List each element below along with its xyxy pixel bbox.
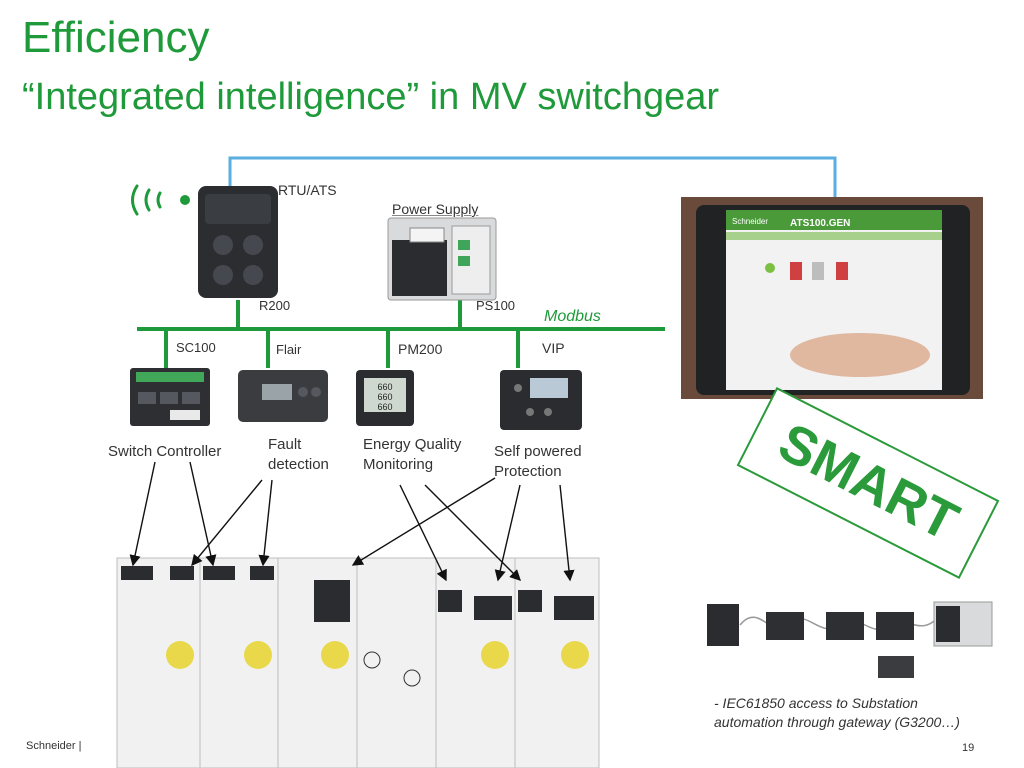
switchgear-lineup-image [116, 557, 600, 768]
gateway-caption: - IEC61850 access to Substation automati… [714, 695, 960, 730]
pm200-model-label: PM200 [398, 341, 443, 357]
slide-subtitle: “Integrated intelligence” in MV switchge… [22, 76, 720, 118]
vip-model-label: VIP [542, 340, 565, 356]
vip-device-image [500, 370, 582, 430]
slide-title: Efficiency [22, 13, 210, 62]
annotation-arrows [129, 461, 575, 582]
vip-function-label: Self powered Protection [494, 443, 582, 480]
rtu-device-image [198, 186, 278, 298]
rtu-model-label: R200 [259, 298, 291, 313]
blue-link-line [228, 156, 837, 198]
rtu-label: RTU/ATS [278, 182, 337, 198]
footer-company: Schneider | [26, 740, 82, 752]
modbus-label: Modbus [544, 308, 601, 325]
flair-model-label: Flair [276, 342, 302, 357]
pm200-function-label: Energy Quality Monitoring [363, 436, 462, 473]
power-supply-device-image [387, 217, 497, 301]
wireless-signal-icon [131, 184, 190, 216]
flair-function-label: Fault detection [268, 436, 329, 473]
sc100-model-label: SC100 [176, 340, 216, 355]
sc100-device-image [130, 368, 210, 426]
smart-stamp-image: SMART [736, 387, 1000, 579]
svg-text:660: 660 [377, 402, 392, 412]
svg-text:660: 660 [377, 392, 392, 402]
pm200-device-image: 660 660 660 [356, 370, 414, 426]
svg-text:660: 660 [377, 382, 392, 392]
tablet-photo: ATS100.GEN Schneider [681, 197, 983, 399]
power-supply-label: Power Supply [392, 201, 479, 217]
ps-model-label: PS100 [476, 298, 516, 313]
flair-device-image [238, 370, 328, 422]
tablet-brand: Schneider [732, 217, 768, 226]
gateway-network-image [707, 601, 993, 678]
tablet-app-title: ATS100.GEN [790, 218, 850, 229]
page-number: 19 [962, 742, 975, 754]
sc100-function-label: Switch Controller [108, 443, 222, 460]
